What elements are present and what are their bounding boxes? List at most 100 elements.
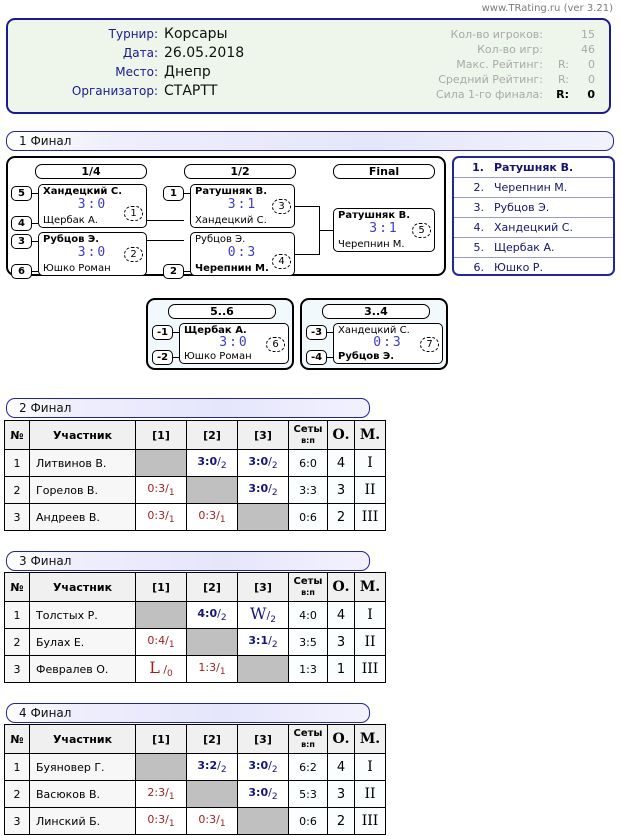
cell-sets: 0:6 [288,807,328,835]
connector-line [32,241,38,242]
standings-row-4[interactable]: 4. Хандецкий С. [454,218,613,238]
match-box-cons-5-6[interactable]: Щербак А. 3:0 Юшко Роман 6 [179,323,289,364]
cell-score [186,780,238,808]
match-player-bottom: Юшко Роман [184,351,252,362]
info-row-organizer: Организатор: СТАРТТ [8,83,308,99]
cell-score[interactable]: 0:3/1 [135,807,187,835]
connector-line [184,271,190,272]
cell-score[interactable]: 0:3/1 [135,503,187,531]
cell-score[interactable]: W/2 [237,601,289,629]
score-cell-value: 0:3/1 [147,812,175,830]
stat-value-players: 15 [581,28,595,41]
standings-row-3[interactable]: 3. Рубцов Э. [454,198,613,218]
standings-row-2[interactable]: 2. Черепнин М. [454,178,613,198]
score-cell-value: 3:0/2 [248,481,278,499]
header-sets-sub: в:п [301,740,315,749]
cell-score[interactable]: 0:3/1 [135,476,187,504]
standings-name: Рубцов Э. [494,201,550,214]
header-g3: [3] [237,420,289,450]
cell-score[interactable]: 3:0/2 [237,753,289,781]
match-number-badge: 2 [124,247,143,262]
cell-score[interactable]: 3:1/2 [237,628,289,656]
match-player-top: Ратушняк В. [338,210,411,221]
cell-score[interactable]: 3:0/2 [237,780,289,808]
connector-line [173,357,179,358]
score-cell-value: 2:3/1 [147,785,175,803]
stat-label-games: Кол-во игр: [477,43,543,56]
cell-score[interactable]: 0:4/1 [135,628,187,656]
score-cell-value: 0:3/1 [147,481,175,499]
cell-sets: 1:3 [288,655,328,683]
header-sets-sub: в:п [301,436,315,445]
match-player-top: Ратушняк В. [195,186,268,197]
cell-points: 3 [327,476,355,504]
header-place: М. [354,724,386,754]
standings-row-5[interactable]: 5. Щербак А. [454,238,613,258]
stat-label-max-rating: Макс. Рейтинг: [456,58,543,71]
match-score: 3:0 [219,335,249,350]
stat-r-final-strength: R: [556,88,569,101]
cell-score[interactable]: L /0 [135,655,187,683]
cell-score[interactable]: 2:3/1 [135,780,187,808]
cell-score[interactable]: 1:3/1 [186,655,238,683]
cell-score[interactable]: 3:2/2 [186,753,238,781]
cell-name: Февралев О. [29,655,136,683]
cell-score[interactable]: 4:0/2 [186,601,238,629]
stat-r-max-rating: R: [557,58,569,71]
seed-qf2-top: 3 [11,234,32,249]
match-box-qf2[interactable]: Рубцов Э. 3:0 Юшко Роман 2 [38,232,147,276]
header-sets-main: Сеты [293,424,323,435]
cell-sets: 4:0 [288,601,328,629]
cell-score[interactable]: 3:0/2 [186,449,238,477]
cell-no: 2 [4,476,30,504]
cell-score[interactable]: 3:0/2 [237,476,289,504]
cell-no: 3 [4,807,30,835]
standings-row-6[interactable]: 6. Юшко Р. [454,258,613,274]
match-number-badge: 4 [272,254,291,269]
match-score: 3:0 [77,197,108,212]
consolation-panel-3-4: 3..4 -3 -4 Хандецкий С. 0:3 Рубцов Э. 7 [300,298,448,370]
cell-name: Буяновер Г. [29,753,136,781]
standings-row-1[interactable]: 1. Ратушняк В. [454,158,613,178]
cell-score[interactable]: 0:3/1 [186,503,238,531]
bracket-panel-final1: 1/4 1/2 Final 5 4 Хандецкий С. 3:0 Щерба… [6,156,446,279]
match-score: 0:3 [227,245,258,260]
match-score: 0:3 [373,335,403,350]
score-cell-value: 3:0/2 [248,454,278,472]
match-player-bottom: Юшко Роман [43,263,111,274]
match-player-bottom: Рубцов Э. [338,351,395,362]
stat-value-games: 46 [581,43,595,56]
seed-qf1-top: 5 [11,186,32,201]
header-place: М. [354,572,386,602]
seed-sf2-bottom: 2 [163,264,184,279]
match-box-final[interactable]: Ратушняк В. 3:1 Черепнин М. 5 [333,208,435,252]
connector-line [173,332,179,333]
round-label-final: Final [333,164,435,179]
info-row-date: Дата: 26.05.2018 [8,45,308,61]
score-cell-value: 3:2/2 [197,758,227,776]
connector-line [32,193,38,194]
match-box-cons-3-4[interactable]: Хандецкий С. 0:3 Рубцов Э. 7 [333,323,443,364]
standings-position: 5. [473,241,485,254]
score-cell-value: W/2 [250,604,276,626]
match-number-badge: 5 [412,223,431,238]
cell-place: III [354,807,386,835]
cell-score[interactable]: 0:3/1 [186,807,238,835]
match-box-sf2[interactable]: Рубцов Э. 0:3 Черепнин М. 4 [190,232,295,276]
cell-points: 3 [327,780,355,808]
tournament-stats: Кол-во игроков: 15 Кол-во игр: 46 Макс. … [305,28,595,103]
match-box-sf1[interactable]: Ратушняк В. 3:1 Хандецкий С. 3 [190,184,295,228]
match-player-top: Хандецкий С. [43,186,123,197]
cell-points: 4 [327,449,355,477]
standings-name: Хандецкий С. [494,221,573,234]
cell-points: 2 [327,503,355,531]
stat-row-avg-rating: Средний Рейтинг: R: 0 [305,73,595,86]
cell-place: III [354,503,386,531]
cell-score[interactable]: 3:0/2 [237,449,289,477]
match-box-qf1[interactable]: Хандецкий С. 3:0 Щербак А. 1 [38,184,147,228]
